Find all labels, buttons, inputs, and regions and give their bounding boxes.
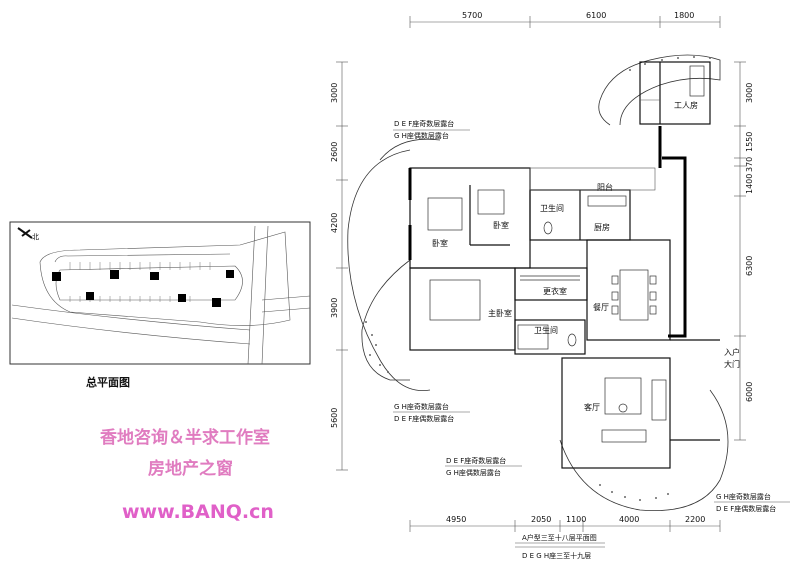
entrance-label-1: 入户 (724, 347, 740, 357)
dim-bottom-1: 4950 (446, 515, 466, 524)
dim-right-4: 1400 (745, 174, 754, 194)
watermark: 香地咨询＆半求工作室 房地产之窗 www.BANQ.cn (100, 427, 274, 523)
plan-title-line2: D E G H座三至十九层 (522, 551, 591, 560)
room-closet: 更衣室 (543, 286, 567, 296)
furniture (427, 65, 705, 443)
toilet-icon (567, 333, 577, 347)
room-worker: 工人房 (674, 100, 698, 110)
entrance-label-2: 大门 (724, 359, 740, 369)
note-left-1: G H座奇数层露台 (394, 402, 449, 411)
sofa-icon (651, 379, 667, 421)
dim-top-3: 1800 (674, 11, 694, 20)
dim-bottom-4: 4000 (619, 515, 639, 524)
dim-left-1: 3000 (330, 83, 339, 103)
dim-right-5: 6300 (745, 256, 754, 276)
bed-icon (429, 279, 481, 321)
kitchen-counter-icon (587, 195, 627, 207)
north-arrow-icon (17, 227, 33, 239)
coffee-table-icon (604, 377, 642, 415)
dim-bottom-2: 2050 (531, 515, 551, 524)
room-dining: 餐厅 (593, 303, 609, 312)
room-master: 主卧室 (488, 308, 512, 318)
room-labels: 工人房 阳台 卫生间 卧室 厨房 卧室 更衣室 餐厅 主卧室 卫生间 客厅 入户… (432, 100, 740, 412)
dim-left-5: 5600 (330, 408, 339, 428)
site-plan-caption: 总平面图 (86, 375, 130, 389)
bed-icon (427, 197, 463, 231)
room-balcony: 阳台 (597, 182, 613, 192)
watermark-line2: 房地产之窗 (148, 458, 233, 479)
note-top-2: G H座偶数层露台 (394, 131, 449, 140)
dim-left-4: 3900 (330, 298, 339, 318)
note-bottom-1: D E F座奇数层露台 (446, 456, 506, 465)
toilet-icon (543, 221, 553, 235)
bed-icon (477, 189, 505, 215)
plan-title-line1: A户型三至十八层平面图 (522, 533, 597, 542)
dim-left-3: 4200 (330, 213, 339, 233)
dim-right-6: 6000 (745, 382, 754, 402)
planter-dots (365, 56, 711, 501)
dim-bottom-5: 2200 (685, 515, 705, 524)
room-bath1: 卫生间 (540, 203, 564, 213)
watermark-url: www.BANQ.cn (122, 501, 274, 523)
note-top-1: D E F座奇数层露台 (394, 119, 454, 128)
bed-icon (689, 65, 705, 97)
dim-top-1: 5700 (462, 11, 482, 20)
site-plan: 北 总平面图 (9, 221, 311, 389)
note-right-1: G H座奇数层露台 (716, 492, 771, 501)
room-bedroom1: 卧室 (432, 238, 448, 248)
terrace-notes: D E F座奇数层露台 G H座偶数层露台 G H座奇数层露台 D E F座偶数… (393, 119, 790, 513)
north-label: 北 (32, 233, 39, 241)
tv-cabinet-icon (601, 429, 647, 443)
note-bottom-2: G H座偶数层露台 (446, 468, 501, 477)
dim-right-1: 3000 (745, 83, 754, 103)
plan-title: A户型三至十八层平面图 D E G H座三至十九层 (515, 533, 605, 560)
room-bedroom2: 卧室 (493, 220, 509, 230)
room-living: 客厅 (584, 402, 600, 412)
dim-left-2: 2600 (330, 142, 339, 162)
watermark-line1: 香地咨询＆半求工作室 (100, 427, 270, 448)
dim-right-3: 370 (745, 157, 754, 172)
bathtub-icon (517, 324, 549, 350)
walls (408, 61, 720, 469)
note-left-2: D E F座偶数层露台 (394, 414, 454, 423)
dim-bottom-3: 1100 (566, 515, 586, 524)
note-right-2: D E F座偶数层露台 (716, 504, 776, 513)
room-kitchen: 厨房 (594, 222, 610, 232)
plant-icon (618, 403, 628, 413)
dim-top-2: 6100 (586, 11, 606, 20)
dimension-lines: 5700 6100 1800 4950 2050 1100 4000 2200 … (330, 11, 754, 532)
room-bath2: 卫生间 (534, 325, 558, 335)
dining-table-icon (619, 269, 649, 321)
dim-right-2: 1550 (745, 132, 754, 152)
